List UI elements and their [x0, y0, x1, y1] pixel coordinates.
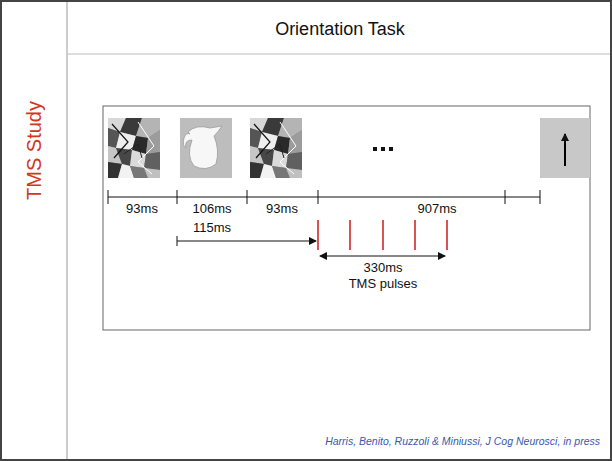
pulse-label: TMS pulses: [349, 277, 418, 292]
slide-title: Orientation Task: [275, 19, 405, 40]
duration-label: 93ms: [126, 202, 158, 217]
timeline: [108, 190, 540, 204]
pulse-span-arrow: [320, 256, 445, 257]
title-divider: [67, 54, 610, 55]
mask-image: [108, 118, 160, 178]
duration-label: 93ms: [266, 202, 298, 217]
duration-label: 106ms: [192, 202, 231, 217]
figure-frame: [103, 106, 590, 330]
citation: Harris, Benito, Ruzzoli & Miniussi, J Co…: [325, 435, 600, 447]
jug-image: [180, 118, 232, 178]
sidebar-divider: [67, 2, 68, 459]
mask-image: [250, 118, 302, 178]
response-arrow-image: [540, 118, 590, 178]
soa-label: 115ms: [193, 221, 231, 236]
duration-label: 330ms: [363, 261, 402, 276]
soa-arrow: [177, 236, 316, 246]
ellipsis-dots: [373, 147, 393, 151]
tms-pulses: [318, 220, 447, 250]
sidebar-label: TMS Study: [23, 101, 46, 200]
duration-label: 907ms: [417, 202, 456, 217]
